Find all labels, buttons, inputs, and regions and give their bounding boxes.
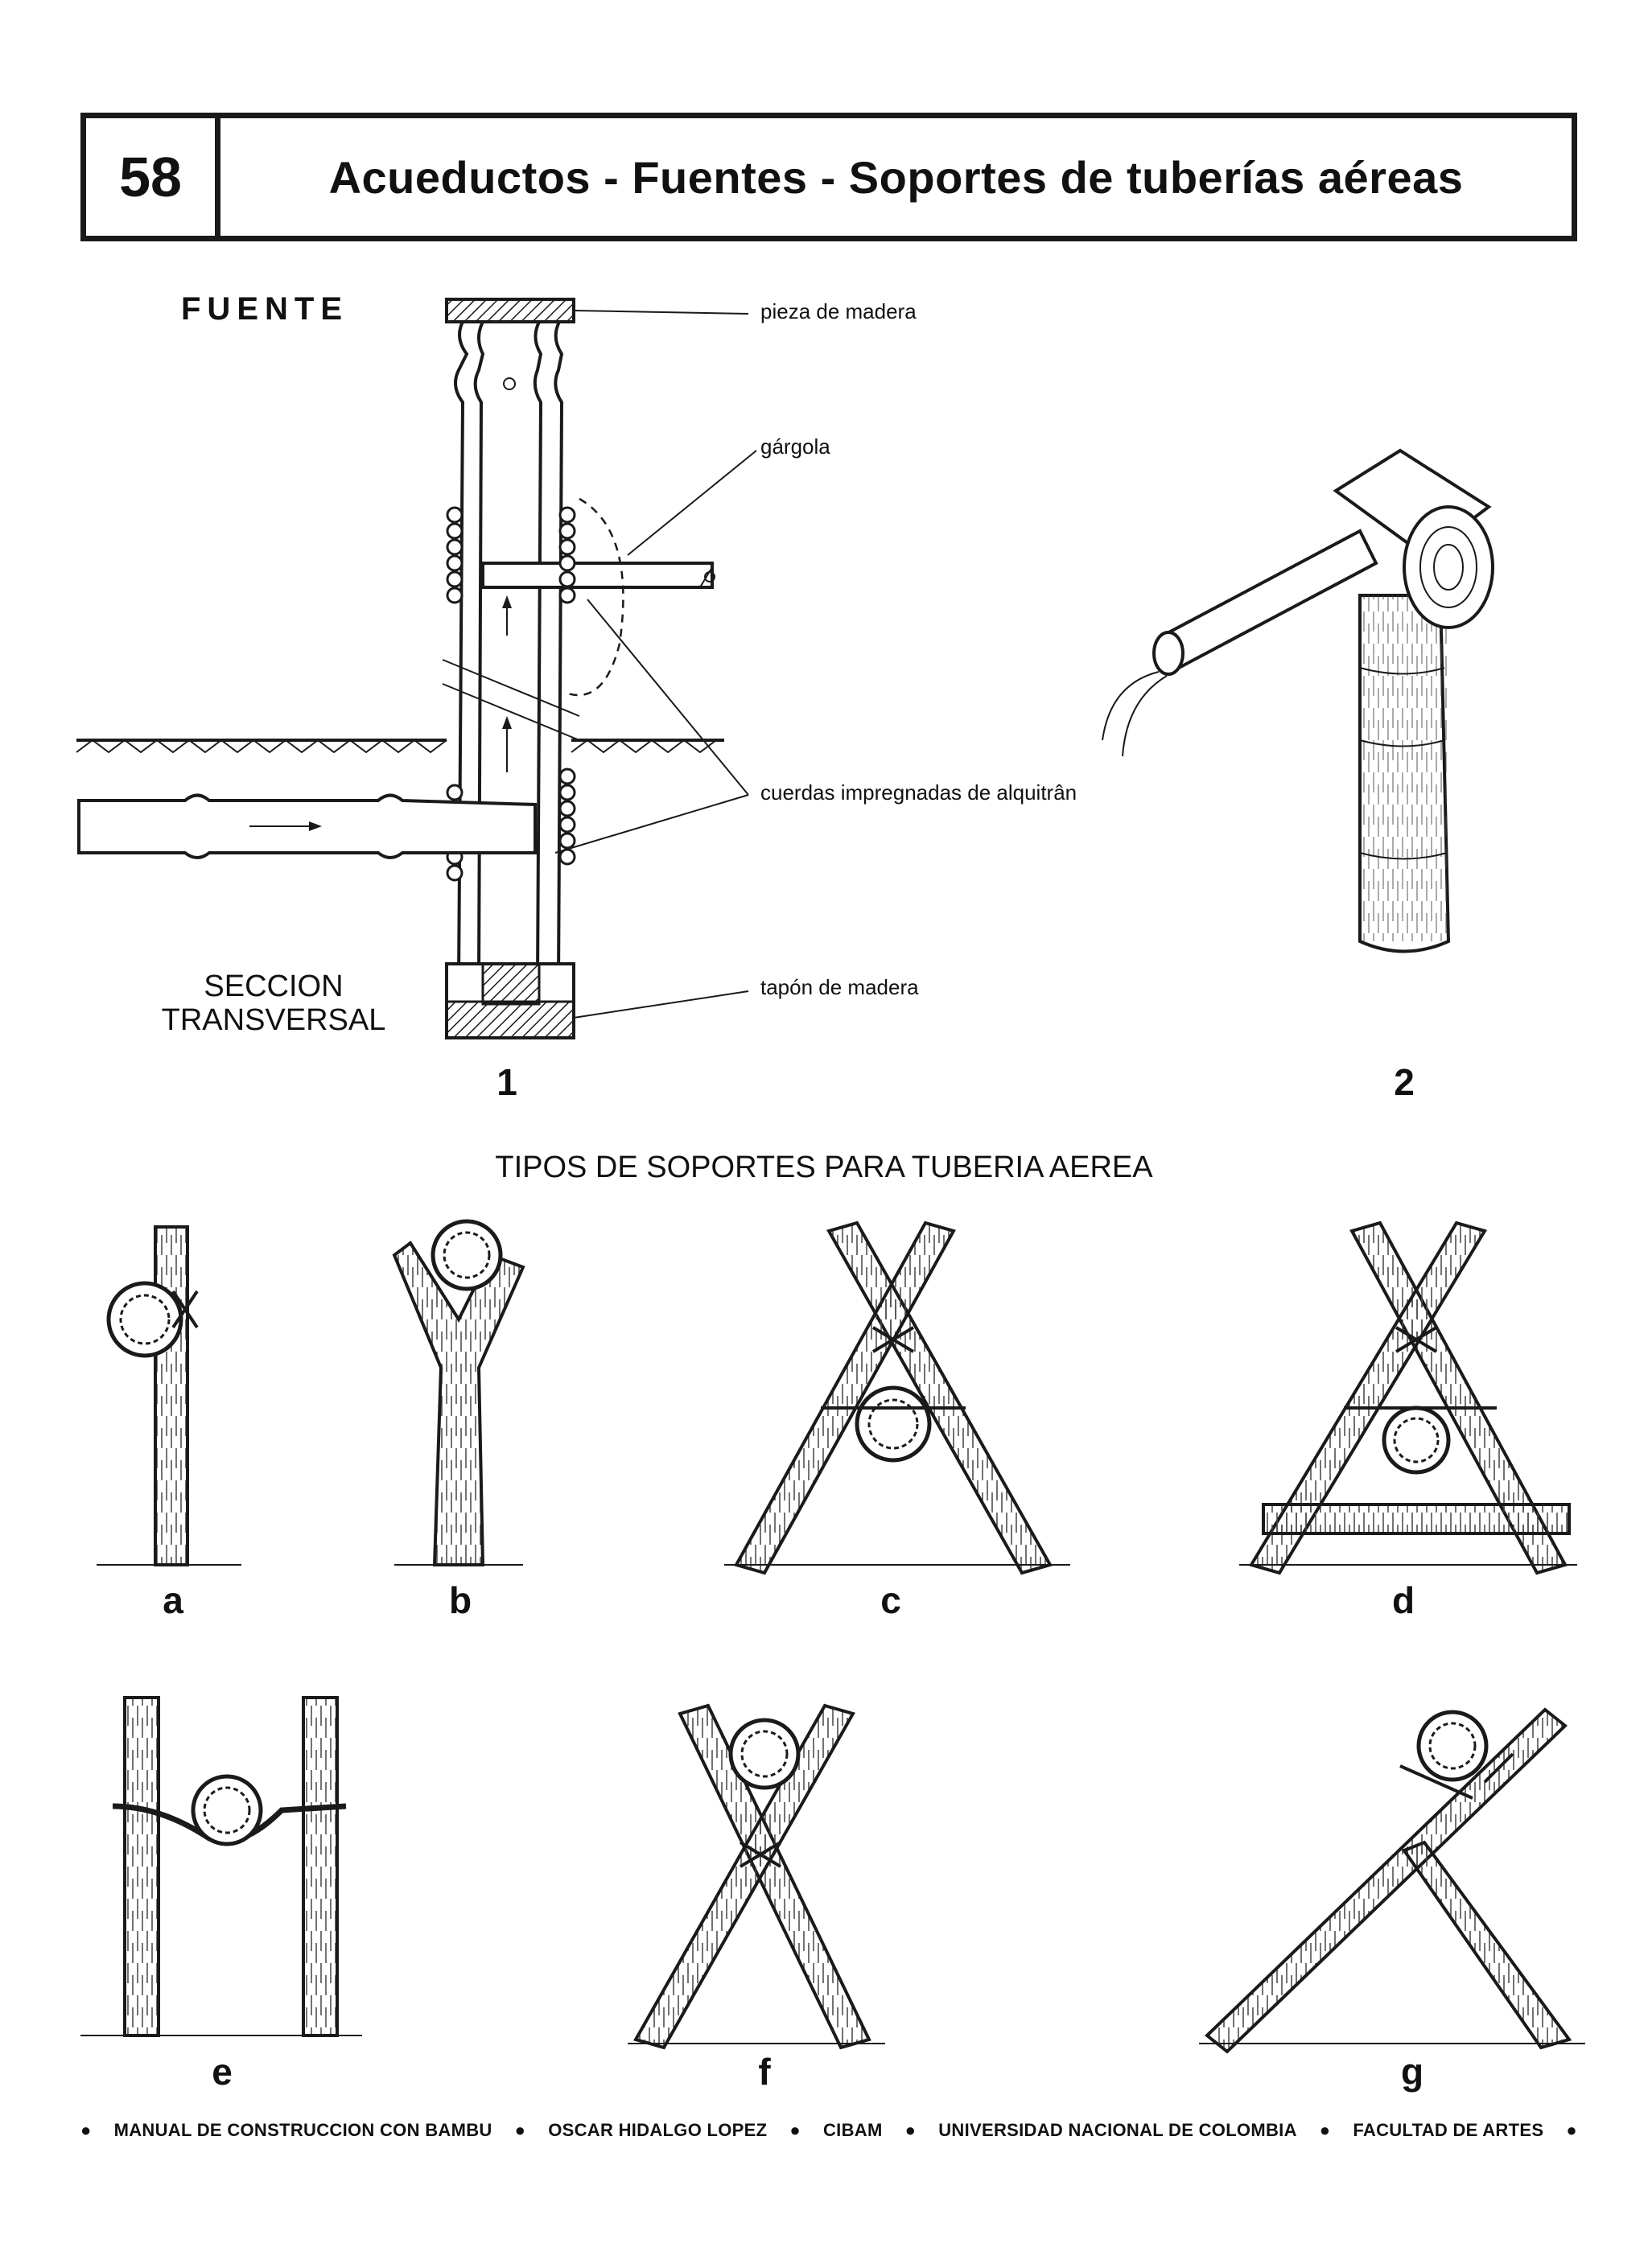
support-label-g: g (1400, 2051, 1424, 2093)
support-e-drawing (80, 1696, 362, 2037)
page-header: 58 Acueductos - Fuentes - Soportes de tu… (80, 113, 1577, 241)
footer-bullet-icon: ● (789, 2120, 801, 2140)
footer: ● MANUAL DE CONSTRUCCION CON BAMBU ● OSC… (80, 2120, 1577, 2141)
fountain-heading: FUENTE (181, 291, 348, 327)
section-label-line2: TRANSVERSAL (161, 1003, 386, 1037)
page-title: Acueductos - Fuentes - Soportes de tuber… (328, 151, 1464, 203)
callout-gargoyle: gárgola (760, 434, 830, 459)
page-number: 58 (86, 118, 220, 236)
footer-bullet-icon: ● (1319, 2120, 1331, 2140)
supports-heading: TIPOS DE SOPORTES PARA TUBERIA AEREA (495, 1150, 1153, 1184)
footer-item: UNIVERSIDAD NACIONAL DE COLOMBIA (938, 2120, 1297, 2140)
callout-wood-plug: tapón de madera (760, 975, 919, 999)
footer-bullet-icon: ● (80, 2120, 92, 2140)
footer-bullet-icon: ● (514, 2120, 526, 2140)
support-a-drawing (97, 1225, 241, 1566)
support-label-d: d (1391, 1579, 1415, 1621)
support-d-drawing (1239, 1220, 1577, 1575)
callout-tarred-ropes: cuerdas impregnadas de alquitrân (760, 780, 1077, 805)
figure-number-1: 1 (496, 1061, 517, 1103)
support-label-b: b (448, 1579, 472, 1621)
footer-item: OSCAR HIDALGO LOPEZ (548, 2120, 768, 2140)
footer-bullet-icon: ● (1566, 2120, 1577, 2140)
footer-item: MANUAL DE CONSTRUCCION CON BAMBU (113, 2120, 492, 2140)
fountain-perspective-drawing (1102, 448, 1494, 953)
support-label-c: c (880, 1579, 901, 1621)
support-f-drawing (628, 1703, 885, 2050)
footer-item: FACULTAD DE ARTES (1353, 2120, 1544, 2140)
section-label-line1: SECCION (204, 969, 344, 1003)
support-g-drawing (1199, 1707, 1585, 2054)
figure-number-2: 2 (1394, 1061, 1415, 1103)
support-label-e: e (212, 2051, 233, 2093)
support-b-drawing (392, 1219, 525, 1566)
footer-bullet-icon: ● (904, 2120, 917, 2140)
support-label-f: f (758, 2051, 771, 2093)
support-label-a: a (163, 1579, 183, 1621)
callout-wood-piece: pieza de madera (760, 299, 917, 323)
fountain-section-drawing (76, 298, 757, 1039)
footer-item: CIBAM (822, 2120, 883, 2140)
support-c-drawing (724, 1220, 1070, 1575)
section-label: SECCION TRANSVERSAL (153, 969, 394, 1037)
